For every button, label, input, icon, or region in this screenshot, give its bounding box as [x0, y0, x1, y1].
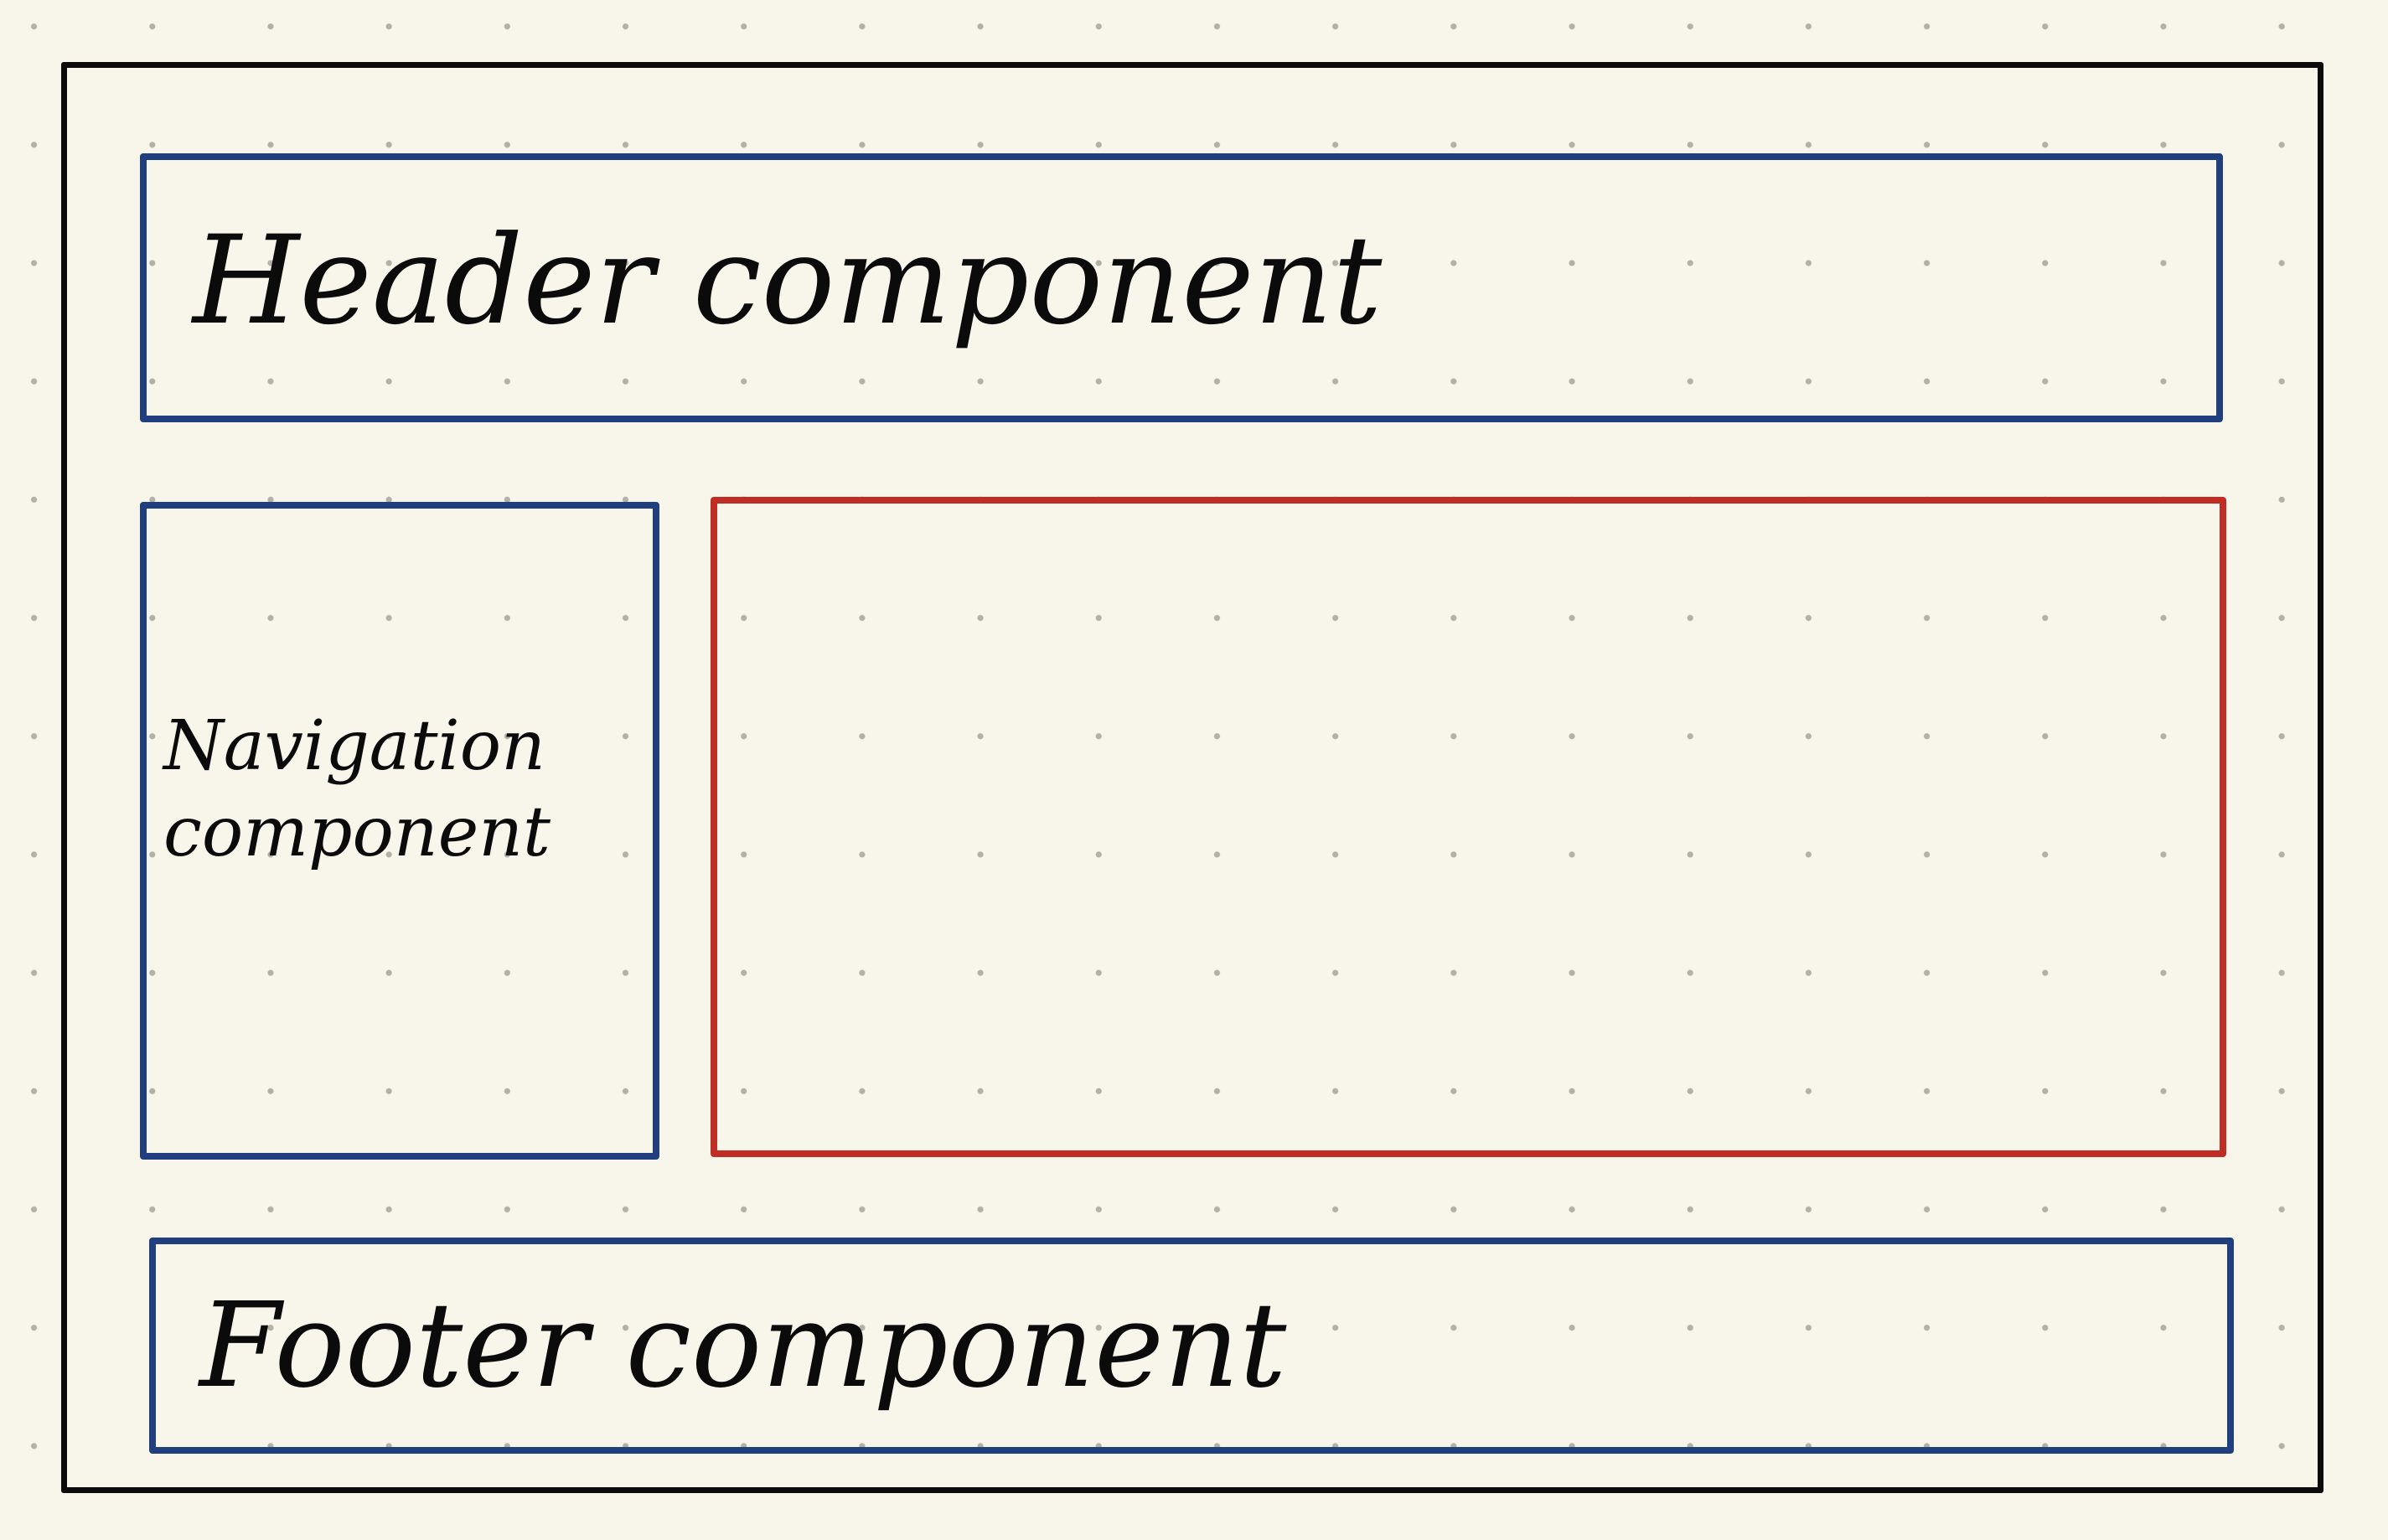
footer-component-box[interactable]: [149, 1238, 2234, 1454]
footer-component-label: Footer component: [199, 1278, 1287, 1414]
header-component-box[interactable]: [140, 153, 2223, 422]
navigation-label-line-1: Navigation: [163, 706, 545, 786]
header-component-label: Header component: [193, 209, 1383, 352]
page-frame: [61, 62, 2323, 1493]
navigation-component-label: Navigation component: [163, 704, 649, 876]
main-content-box[interactable]: [711, 497, 2226, 1157]
navigation-label-line-2: component: [163, 792, 551, 872]
navigation-component-box[interactable]: [140, 502, 659, 1160]
